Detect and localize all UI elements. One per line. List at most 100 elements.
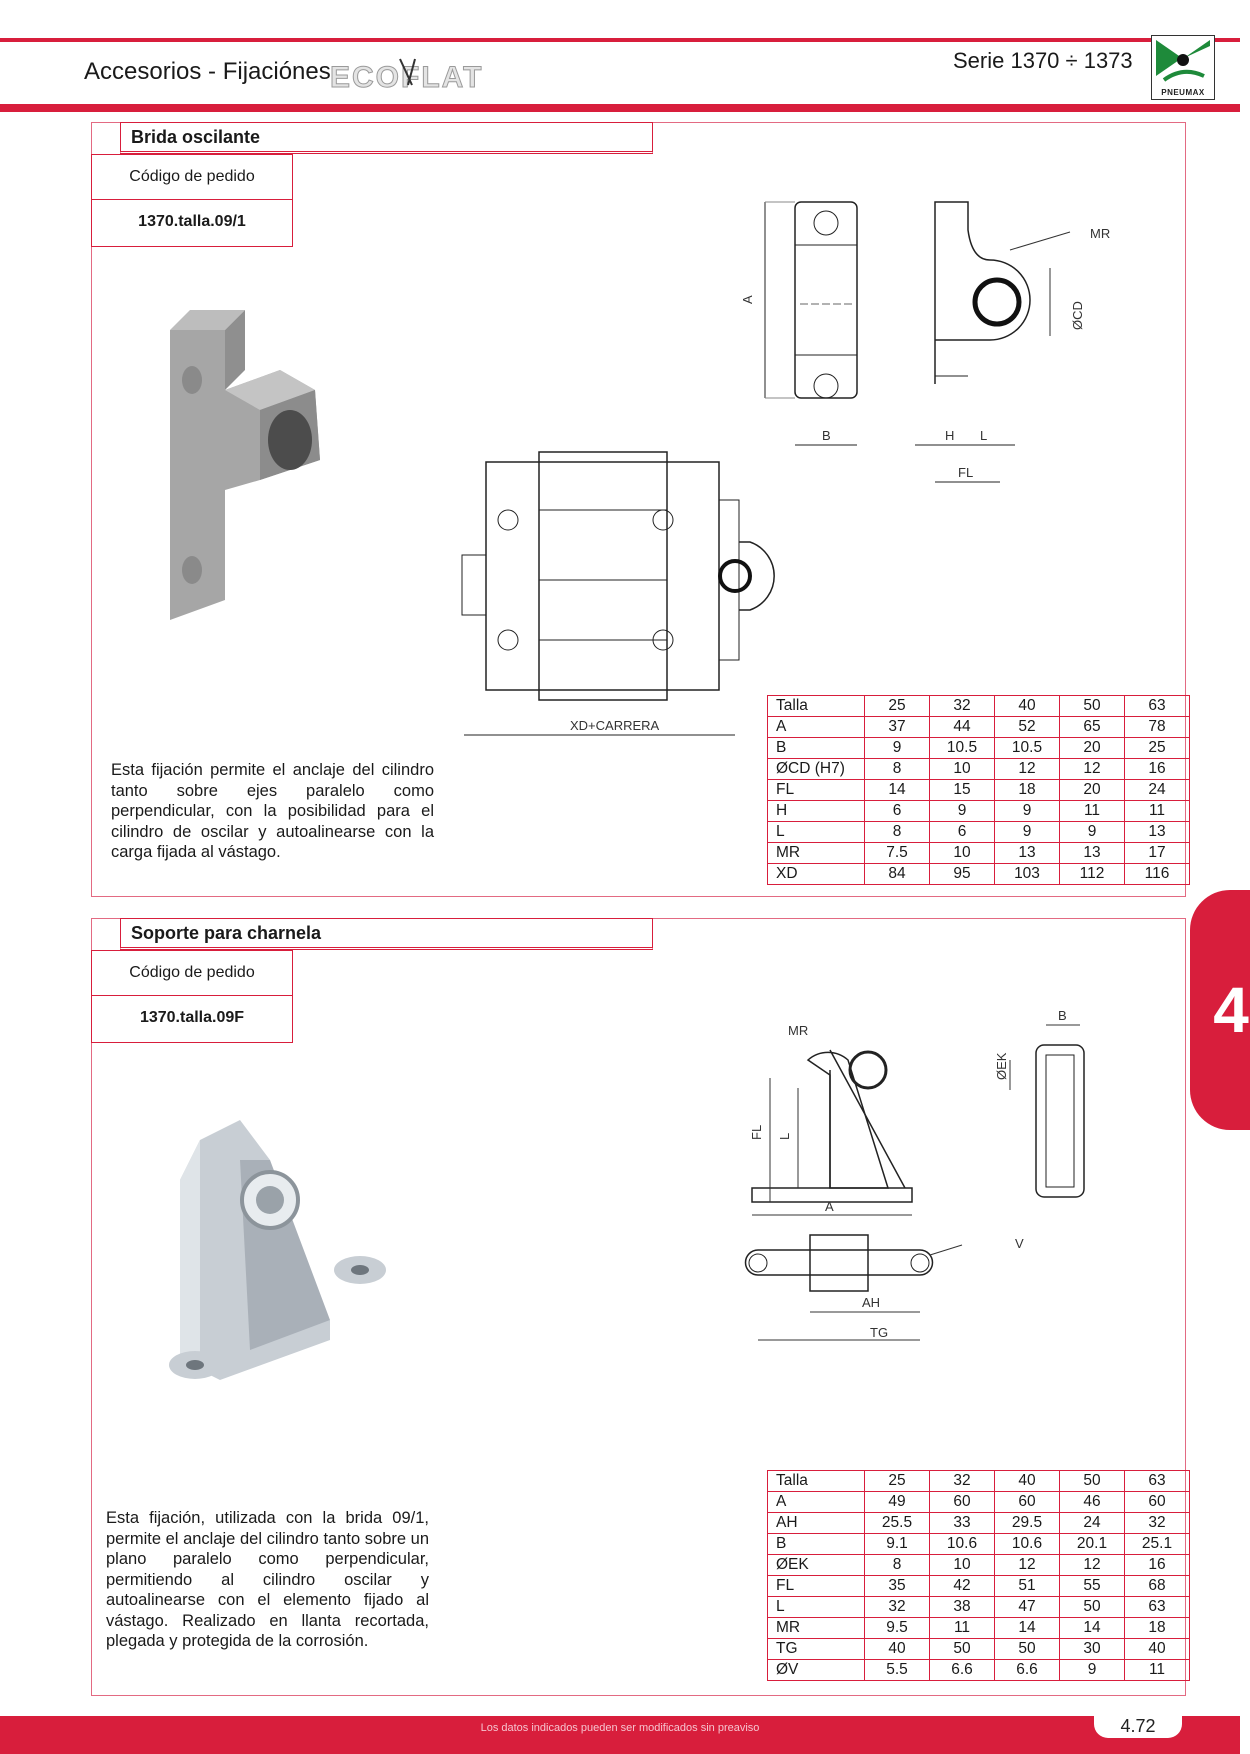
table-cell: 14: [864, 779, 930, 801]
table-row-label: L: [767, 1596, 865, 1618]
header-bottom-rule: [0, 104, 1240, 112]
table-cell: 95: [929, 863, 995, 885]
table-cell: 10.6: [929, 1533, 995, 1555]
table-cell: 63: [1124, 1596, 1190, 1618]
table-cell: 63: [1124, 695, 1190, 717]
table-cell: 68: [1124, 1575, 1190, 1597]
table-cell: 32: [1124, 1512, 1190, 1534]
table-cell: 103: [994, 863, 1060, 885]
table-cell: 40: [1124, 1638, 1190, 1660]
section1-description: Esta fijación permite el anclaje del cil…: [111, 761, 434, 861]
oscillating-flange-3d-image: [150, 300, 370, 645]
table-cell: 29.5: [994, 1512, 1060, 1534]
table-cell: 50: [1059, 1470, 1125, 1492]
table-cell: 10: [929, 1554, 995, 1576]
table-cell: 11: [1124, 1659, 1190, 1681]
section1-title: Brida oscilante: [120, 122, 653, 154]
dim-a-label: A: [740, 295, 755, 304]
table-cell: 38: [929, 1596, 995, 1618]
table-cell: 40: [864, 1638, 930, 1660]
table-cell: 18: [1124, 1617, 1190, 1639]
table-cell: 9: [994, 800, 1060, 822]
table-row-label: MR: [767, 1617, 865, 1639]
table-cell: 52: [994, 716, 1060, 738]
table-cell: 30: [1059, 1638, 1125, 1660]
brand-wordmark-text: ECOFLAT: [330, 61, 483, 94]
table-cell: 16: [1124, 758, 1190, 780]
table-cell: 10: [929, 842, 995, 864]
table-cell: 32: [929, 1470, 995, 1492]
table-cell: 8: [864, 1554, 930, 1576]
clevis-bracket-3d-image: [160, 1120, 400, 1405]
table-cell: 65: [1059, 716, 1125, 738]
table-row-label: B: [767, 737, 865, 759]
pneumax-logo: PNEUMAX: [1151, 35, 1215, 100]
table-cell: 32: [864, 1596, 930, 1618]
table-cell: 8: [864, 821, 930, 843]
page-title: Accesorios - Fijaciónes: [84, 58, 331, 85]
brand-wordmark: ECOFLAT: [330, 55, 494, 100]
table-row-label: FL: [767, 1575, 865, 1597]
table-cell: 17: [1124, 842, 1190, 864]
section2-order-box: Código de pedido 1370.talla.09F: [91, 950, 293, 1043]
table-cell: 13: [994, 842, 1060, 864]
table-cell: 112: [1059, 863, 1125, 885]
table-cell: 25.1: [1124, 1533, 1190, 1555]
table-cell: 24: [1059, 1512, 1125, 1534]
table-cell: 9.1: [864, 1533, 930, 1555]
dim-cd-label: ØCD: [1070, 301, 1085, 330]
section1-order-code: 1370.talla.09/1: [138, 213, 246, 230]
table-cell: 78: [1124, 716, 1190, 738]
table-cell: 47: [994, 1596, 1060, 1618]
table-cell: 42: [929, 1575, 995, 1597]
table-cell: 50: [1059, 1596, 1125, 1618]
table-cell: 12: [994, 758, 1060, 780]
dim-xd-label: XD+CARRERA: [570, 718, 660, 733]
section2-description: Esta fijación, utilizada con la brida 09…: [106, 1509, 429, 1650]
table-cell: 33: [929, 1512, 995, 1534]
table-cell: 49: [864, 1491, 930, 1513]
table-cell: 32: [929, 695, 995, 717]
dim-l-label: L: [980, 428, 987, 443]
table-cell: 11: [1124, 800, 1190, 822]
table-row-label: MR: [767, 842, 865, 864]
table-row-label: B: [767, 1533, 865, 1555]
table-cell: 9.5: [864, 1617, 930, 1639]
table-row-label: ØEK: [767, 1554, 865, 1576]
table-cell: 8: [864, 758, 930, 780]
table-cell: 12: [994, 1554, 1060, 1576]
table-cell: 84: [864, 863, 930, 885]
table-cell: 50: [994, 1638, 1060, 1660]
dim-tg-label: TG: [870, 1325, 888, 1340]
dim-fl-label: FL: [958, 465, 973, 480]
dim-ah-label: AH: [862, 1295, 880, 1310]
table-row-label: ØCD (H7): [767, 758, 865, 780]
table-cell: 50: [1059, 695, 1125, 717]
dim-mr2-label: MR: [788, 1023, 808, 1038]
table-cell: 11: [1059, 800, 1125, 822]
table-cell: 60: [994, 1491, 1060, 1513]
table-cell: 6.6: [929, 1659, 995, 1681]
dim-a2-label: A: [825, 1199, 834, 1214]
table-cell: 9: [864, 737, 930, 759]
table-cell: 20.1: [1059, 1533, 1125, 1555]
section1-order-box: Código de pedido 1370.talla.09/1: [91, 154, 293, 247]
table-cell: 10.5: [929, 737, 995, 759]
table-cell: 55: [1059, 1575, 1125, 1597]
chapter-tab[interactable]: 4: [1190, 890, 1250, 1130]
table-cell: 60: [929, 1491, 995, 1513]
table-row-label: A: [767, 1491, 865, 1513]
page-number: 4.72: [1094, 1712, 1182, 1738]
table-cell: 10.5: [994, 737, 1060, 759]
